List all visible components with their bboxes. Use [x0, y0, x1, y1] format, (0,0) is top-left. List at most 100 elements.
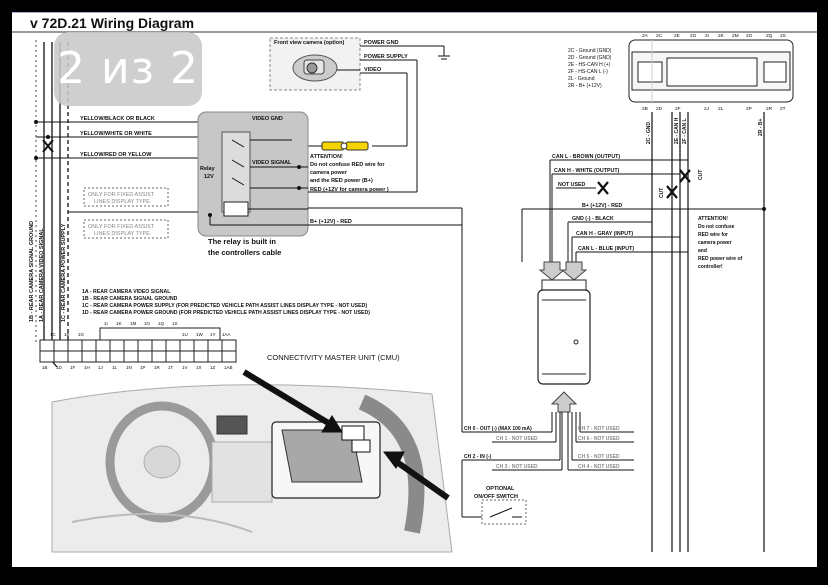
connector-1 [39, 327, 237, 363]
cmu-inset [271, 421, 381, 499]
svg-text:CH 4 - NOT USED: CH 4 - NOT USED [578, 464, 620, 470]
module-wire-labels: CAN L - BROWN (OUTPUT) CAN H - WHITE (OU… [552, 154, 634, 252]
car-interior-illustration [51, 384, 453, 553]
pointer-arrows [242, 369, 450, 501]
rca-connector [321, 141, 369, 151]
vertical-label-1a: 1A - REAR CAMERA VIDEO SIGNAL [39, 228, 45, 322]
controller-module [537, 261, 591, 413]
svg-text:camera power: camera power [698, 240, 732, 246]
svg-text:GND (-) - BLACK: GND (-) - BLACK [572, 216, 614, 222]
svg-text:CH 1 - NOT USED: CH 1 - NOT USED [496, 436, 538, 442]
svg-text:LINES DISPLAY TYPE: LINES DISPLAY TYPE [94, 231, 150, 237]
wire-yellow-black: YELLOW/BLACK OR BLACK [80, 116, 155, 122]
cut-marks-right [597, 169, 691, 199]
relay-video-gnd: VIDEO GND [252, 116, 283, 122]
connector-2-wires [651, 112, 765, 552]
svg-text:2T: 2T [780, 106, 786, 112]
svg-text:2M: 2M [732, 33, 739, 39]
svg-text:CAN H - GRAY (INPUT): CAN H - GRAY (INPUT) [576, 231, 633, 237]
camera-wire-power-supply: POWER SUPPLY [364, 54, 408, 60]
svg-text:Do not confuse: Do not confuse [698, 224, 735, 230]
svg-text:2C: 2C [656, 33, 663, 39]
svg-text:2A: 2A [642, 33, 649, 39]
svg-text:NOT USED: NOT USED [558, 182, 586, 188]
svg-text:2B: 2B [642, 106, 648, 112]
svg-text:RED power wire of: RED power wire of [698, 256, 743, 262]
connector-2 [628, 39, 794, 103]
svg-text:2R: 2R [766, 106, 773, 112]
connector-1-bottom-labels: 1B 1D 1F 1H 1J 1L 1N 1P 1R 1T 1V 1X 1Z 1… [42, 365, 233, 370]
svg-text:RED wire for: RED wire for [698, 232, 728, 238]
vlabel-2e: 2E - CAN H [674, 117, 680, 144]
channel-labels-right: CH 7 - NOT USED CH 6 - NOT USED CH 5 - N… [578, 426, 620, 470]
attention2: ATTENTION! Do not confuse RED wire for c… [698, 216, 743, 270]
vlabel-2f: 2F - CAN L [682, 118, 688, 144]
relay-voltage: 12V [204, 174, 214, 180]
svg-text:1S: 1S [172, 321, 178, 326]
onoff-switch [481, 499, 527, 525]
module-wire-lines [521, 159, 764, 262]
vlabel-2c: 2C - GND [646, 122, 652, 144]
svg-text:2G: 2G [690, 33, 697, 39]
svg-text:2F: 2F [675, 106, 681, 112]
svg-text:2R - B+ (+12V): 2R - B+ (+12V) [568, 83, 602, 89]
svg-text:CH 0 - OUT (-) (MAX 100 mA): CH 0 - OUT (-) (MAX 100 mA) [464, 426, 532, 432]
relay-note-1: The relay is built in [208, 237, 276, 246]
svg-text:1T: 1T [168, 365, 174, 370]
attention1-line-2: Do not confuse RED wire for [310, 162, 385, 168]
camera-label: Front view camera (option) [274, 40, 344, 46]
svg-text:CH 7 - NOT USED: CH 7 - NOT USED [578, 426, 620, 432]
legend-1d: 1D - REAR CAMERA POWER GROUND (FOR PREDI… [82, 310, 370, 316]
b-plus-line [68, 207, 463, 432]
svg-text:1AA: 1AA [222, 332, 231, 337]
svg-text:2E: 2E [674, 33, 680, 39]
wire-yellow-white: YELLOW/WHITE OR WHITE [80, 131, 152, 137]
svg-text:CH 3 - NOT USED: CH 3 - NOT USED [496, 464, 538, 470]
relay-note-2: the controllers cable [208, 248, 281, 257]
svg-text:2O: 2O [746, 33, 753, 39]
relay-label: Relay [200, 166, 216, 172]
svg-text:1P: 1P [140, 365, 146, 370]
svg-text:CAN L - BROWN (OUTPUT): CAN L - BROWN (OUTPUT) [552, 154, 620, 160]
svg-text:CAN H - WHITE (OUTPUT): CAN H - WHITE (OUTPUT) [554, 168, 620, 174]
svg-text:ONLY FOR FIXED ASSIST: ONLY FOR FIXED ASSIST [88, 224, 155, 230]
svg-text:1M: 1M [130, 321, 137, 326]
svg-text:2L - Ground: 2L - Ground [568, 76, 595, 82]
camera-wires [360, 45, 450, 192]
svg-text:1I: 1I [104, 321, 108, 326]
connector-2-legend: 2C - Ground (GND) 2D - Ground (GND) 2E -… [568, 48, 612, 89]
channel-lines [461, 412, 634, 518]
fixed-assist-1: ONLY FOR FIXED ASSIST LINES DISPLAY TYPE [83, 187, 169, 207]
svg-text:1J: 1J [98, 365, 103, 370]
wiring-diagram: v 72D.21 Wiring Diagram Front view camer… [12, 12, 817, 553]
svg-text:1C: 1C [50, 332, 57, 337]
svg-text:2K: 2K [718, 33, 725, 39]
svg-text:and: and [698, 248, 707, 254]
relay-video-signal: VIDEO SIGNAL [252, 160, 292, 166]
svg-text:1O: 1O [144, 321, 151, 326]
svg-text:1B: 1B [42, 365, 48, 370]
connector-1-top-labels: 1I 1K 1M 1O 1Q 1S 1C 1E 1G 1U 1W 1Y 1AA [50, 321, 231, 337]
cut-mark-left [42, 139, 54, 153]
camera-wire-power-gnd: POWER GND [364, 40, 399, 46]
svg-text:1Y: 1Y [210, 332, 216, 337]
svg-text:1L: 1L [112, 365, 118, 370]
legend-1c: 1C - REAR CAMERA POWER SUPPLY (FOR PREDI… [82, 303, 367, 309]
fixed-assist-2: ONLY FOR FIXED ASSIST LINES DISPLAY TYPE [83, 219, 169, 239]
svg-text:B+ (+12V) - RED: B+ (+12V) - RED [582, 203, 623, 209]
svg-text:2Q: 2Q [766, 33, 773, 39]
svg-text:1E: 1E [64, 332, 70, 337]
svg-text:CAN L - BLUE (INPUT): CAN L - BLUE (INPUT) [578, 246, 634, 252]
attention1-line-1: ATTENTION! [310, 154, 343, 160]
page-title: v 72D.21 Wiring Diagram [30, 15, 194, 31]
svg-text:1F: 1F [70, 365, 76, 370]
page-counter-badge: 2 из 2 [54, 32, 202, 106]
svg-text:2D: 2D [656, 106, 663, 112]
attention1-line-3: camera power [310, 170, 348, 176]
svg-text:1H: 1H [84, 365, 90, 370]
cmu-label: CONNECTIVITY MASTER UNIT (CMU) [267, 353, 400, 362]
vertical-label-1c: 1C - REAR CAMERA POWER SUPPLY [61, 223, 67, 322]
b-plus-red-label: B+ (+12V) - RED [310, 219, 352, 225]
channel-labels-left: CH 0 - OUT (-) (MAX 100 mA) CH 1 - NOT U… [464, 426, 538, 470]
wiring-diagram-page: v 72D.21 Wiring Diagram Front view camer… [12, 12, 817, 567]
